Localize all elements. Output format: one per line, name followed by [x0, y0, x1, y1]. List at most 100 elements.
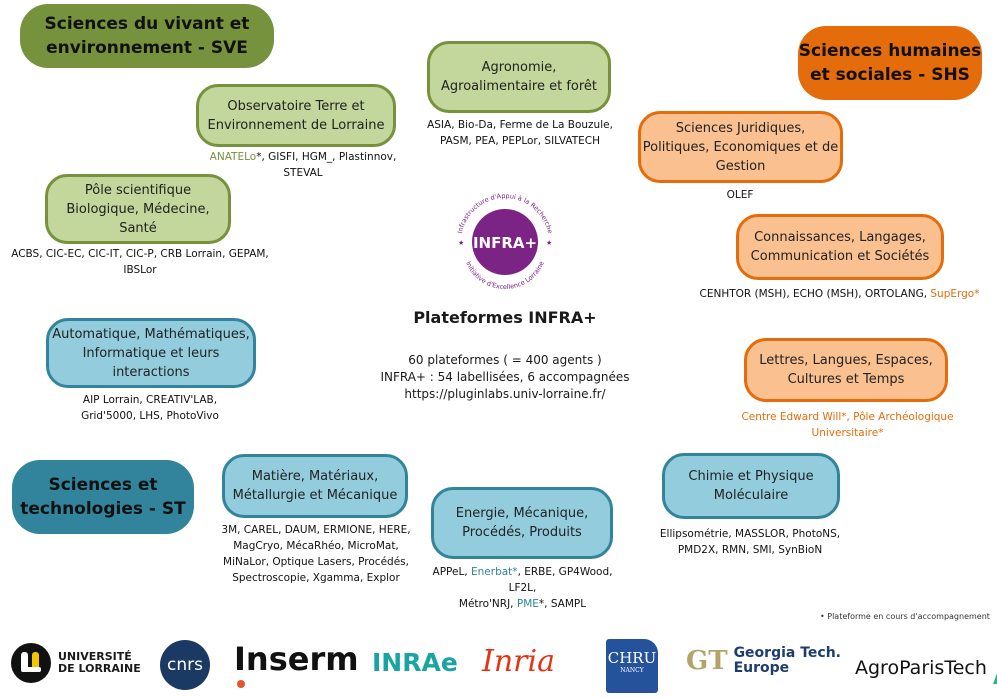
pole-clcs-line1: Connaissances, Langages, [754, 230, 926, 245]
logo-inserm: Inserm [234, 640, 359, 688]
domain-sve-header: Sciences du vivant et environnement - SV… [20, 4, 274, 68]
platforms-line: AIP Lorrain, CREATIV'LAB, [82, 394, 218, 406]
domain-sve-line1: Sciences du vivant et [44, 14, 250, 34]
logo-georgia-tech: GT Georgia Tech. Europe [686, 646, 841, 677]
footnote: • Plateforme en cours d'accompagnement [820, 612, 990, 621]
inrae-text: INRAe [372, 648, 458, 677]
platforms-line: ANATELo*, GISFI, HGM_, Plastinnov, [188, 149, 418, 165]
pole-sjpeg-line3: Gestion [715, 158, 766, 174]
stat-url[interactable]: https://pluginlabs.univ-lorraine.fr/ [404, 387, 606, 401]
platform-pme: PME [516, 598, 539, 610]
platforms-line: IBSLor [123, 264, 157, 276]
chru-sub: NANCY [620, 667, 644, 674]
platforms-line: Spectroscopie, Xgamma, Explor [232, 572, 400, 584]
pole-sjpeg-platforms: OLEF [700, 187, 780, 203]
platform-anatelo: ANATELo [209, 151, 257, 163]
pole-emppp-line1: Energie, Mécanique, [455, 506, 589, 521]
ul-icon [11, 643, 51, 683]
pole-llect-line2: Cultures et Temps [787, 372, 905, 387]
platforms-line: Ellipsométrie, MASSLOR, PhotoNS, [659, 528, 841, 540]
pole-clcs-line2: Communication et Sociétés [750, 249, 930, 264]
gt-mark: GT [686, 646, 728, 676]
logo-text: INFRA+ [473, 234, 537, 252]
pole-biomed-line3: Santé [119, 220, 157, 236]
platform-enerbat: Enerbat* [471, 566, 518, 578]
pole-m4-line1: Matière, Matériaux, [251, 469, 379, 484]
platforms-line: Métro'NRJ, PME*, SAMPL [420, 596, 625, 612]
platforms-line: MagCryo, MécaRhéo, MicroMat, [233, 540, 399, 552]
pole-cpm-platforms: Ellipsométrie, MASSLOR, PhotoNS, PMD2X, … [650, 526, 850, 558]
pole-cpm-line2: Moléculaire [713, 488, 789, 503]
logo-inrae: INRAe [372, 648, 458, 677]
platforms-plain: CENHTOR (MSH), ECHO (MSH), ORTOLANG, [699, 288, 931, 300]
pole-sjpeg-line1: Sciences Juridiques, [675, 120, 806, 136]
platforms-line: ASIA, Bio-Da, Ferme de La Bouzule, [427, 119, 613, 131]
domain-shs-header: Sciences humaines et sociales - SHS [798, 26, 982, 100]
platforms-line: STEVAL [283, 167, 323, 179]
pole-biomed-line2: Biologique, Médecine, [66, 201, 210, 217]
pole-otelo-line1: Observatoire Terre et [227, 98, 365, 114]
pole-emppp-platforms: APPeL, Enerbat*, ERBE, GP4Wood, LF2L, Mé… [420, 564, 625, 612]
pole-agronomie-line1: Agronomie, [481, 60, 557, 75]
star-icon: ★ [546, 239, 552, 247]
pole-otelo-platforms: ANATELo*, GISFI, HGM_, Plastinnov, STEVA… [188, 149, 418, 181]
logo-inria: Inria [482, 644, 555, 679]
agro-a-icon [992, 673, 997, 684]
pole-sjpeg: Sciences Juridiques, Politiques, Economi… [638, 111, 843, 183]
platforms-line: Universitaire* [811, 427, 884, 439]
domain-sve-line2: environnement - SVE [46, 38, 248, 58]
logo-chru-nancy: CHRU NANCY [606, 639, 658, 693]
domain-st-line2: technologies - ST [20, 499, 186, 519]
center-stats: 60 plateformes ( = 400 agents ) INFRA+ :… [360, 352, 650, 403]
platforms-line: Centre Edward Will*, Pôle Archéologique [741, 411, 954, 423]
pole-cpm-line1: Chimie et Physique [688, 469, 814, 484]
platforms-line: CENHTOR (MSH), ECHO (MSH), ORTOLANG, Sup… [682, 286, 997, 302]
platforms-rest: *, GISFI, HGM_, Plastinnov, [256, 151, 397, 163]
pole-clcs: Connaissances, Langages, Communication e… [736, 214, 944, 280]
cnrs-text: cnrs [167, 655, 203, 675]
pole-amii-platforms: AIP Lorrain, CREATIV'LAB, Grid'5000, LHS… [60, 392, 240, 424]
domain-shs-line1: Sciences humaines [798, 41, 982, 61]
domain-st-line1: Sciences et [48, 475, 158, 495]
platforms-text: APPeL, [432, 566, 472, 578]
pole-clcs-platforms: CENHTOR (MSH), ECHO (MSH), ORTOLANG, Sup… [682, 286, 997, 302]
pole-biomed-platforms: ACBS, CIC-EC, CIC-IT, CIC-P, CRB Lorrain… [0, 246, 280, 278]
platforms-text: *, SAMPL [538, 598, 587, 610]
pole-amii-line2: Informatique et leurs [82, 345, 220, 361]
pole-otelo: Observatoire Terre et Environnement de L… [196, 84, 396, 147]
domain-st-header: Sciences et technologies - ST [12, 460, 194, 534]
platforms-line: PASM, PEA, PEPLor, SILVATECH [439, 135, 601, 147]
logo-agroparistech: AgroParisTech [855, 650, 997, 686]
pole-sjpeg-line2: Politiques, Economiques et de [642, 139, 839, 155]
center-title: Plateformes INFRA+ [413, 308, 597, 327]
pole-agronomie-platforms: ASIA, Bio-Da, Ferme de La Bouzule, PASM,… [405, 117, 635, 149]
inserm-text: Inserm [234, 640, 359, 678]
gt-line2: Europe [733, 660, 790, 676]
pole-llect: Lettres, Langues, Espaces, Cultures et T… [744, 338, 948, 402]
logo-universite-lorraine: UNIVERSITÉ DE LORRAINE [10, 642, 141, 684]
ul-line1: UNIVERSITÉ [58, 650, 132, 663]
platforms-line: PMD2X, RMN, SMI, SynBioN [677, 544, 823, 556]
pole-llect-line1: Lettres, Langues, Espaces, [759, 353, 933, 368]
pole-m4: Matière, Matériaux, Métallurgie et Mécan… [222, 454, 408, 518]
infra-plus-logo: Infrastructure d'Appui à la Recherche In… [456, 192, 554, 291]
platforms-line: ACBS, CIC-EC, CIC-IT, CIC-P, CRB Lorrain… [11, 248, 269, 260]
platforms-line: MiNaLor, Optique Lasers, Procédés, [223, 556, 409, 568]
logo-circle [472, 209, 538, 275]
pole-amii: Automatique, Mathématiques, Informatique… [46, 318, 256, 388]
platforms-line: OLEF [726, 189, 754, 201]
pole-emppp: Energie, Mécanique, Procédés, Produits [431, 487, 613, 559]
domain-shs-line2: et sociales - SHS [810, 65, 970, 85]
inserm-dot-icon [237, 680, 245, 688]
pole-agronomie: Agronomie, Agroalimentaire et forêt [427, 41, 611, 113]
pole-biomed-line1: Pôle scientifique [84, 182, 192, 198]
platforms-line: APPeL, Enerbat*, ERBE, GP4Wood, LF2L, [420, 564, 625, 596]
platform-supergo: SupErgo* [930, 288, 980, 300]
partner-logos: UNIVERSITÉ DE LORRAINE cnrs Inserm INRAe… [0, 636, 997, 696]
stat-platforms: 60 plateformes ( = 400 agents ) [408, 353, 602, 367]
pole-m4-platforms: 3M, CAREL, DAUM, ERMIONE, HERE, MagCryo,… [205, 522, 427, 586]
pole-otelo-line2: Environnement de Lorraine [207, 117, 385, 133]
star-icon: ★ [458, 239, 464, 247]
inria-text: Inria [482, 644, 555, 679]
stat-labelled: INFRA+ : 54 labellisées, 6 accompagnées [380, 370, 630, 384]
